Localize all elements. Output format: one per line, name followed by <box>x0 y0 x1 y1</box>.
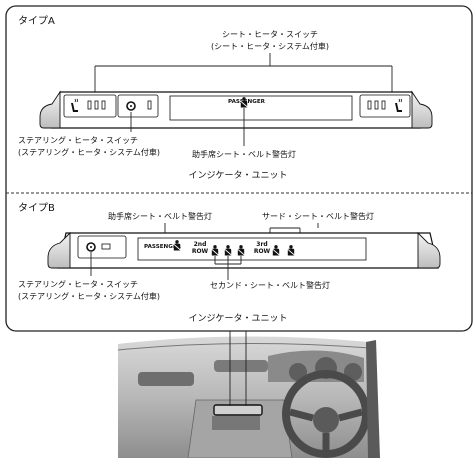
dashboard-leader <box>229 331 247 406</box>
type-a-title: タイプA <box>18 15 55 27</box>
type-b-steering-switch-label: ステアリング・ヒータ・スイッチ <box>18 279 138 289</box>
type-a-indicator-unit-label: インジケータ・ユニット <box>188 170 287 181</box>
type-b-second-row-lamp-label: セカンド・シート・ベルト警告灯 <box>210 280 330 290</box>
seat-heater-switch-label: シート・ヒータ・スイッチ <box>222 30 318 39</box>
dashboard-illustration <box>117 336 380 458</box>
row3-line2: ROW <box>254 248 271 255</box>
type-a-steering-note: (ステアリング・ヒータ・システム付車) <box>18 147 160 157</box>
type-b-passenger-text: PASSENGER <box>144 244 182 250</box>
type-b-title: タイプB <box>18 202 55 214</box>
seat-heater-note: (シート・ヒータ・システム付車) <box>211 41 329 51</box>
type-a-steering-switch-label: ステアリング・ヒータ・スイッチ <box>18 135 138 145</box>
type-b-passenger-lamp-label: 助手席シート・ベルト警告灯 <box>108 211 212 221</box>
row2-line1: 2nd <box>194 241 207 248</box>
type-b-steering-note: (ステアリング・ヒータ・システム付車) <box>18 291 160 301</box>
type-a-panel: PASSENGER <box>39 90 433 129</box>
type-b-indicator-unit-label: インジケータ・ユニット <box>188 313 287 324</box>
type-a-passenger-lamp-label: 助手席シート・ベルト警告灯 <box>192 149 296 159</box>
indicator-unit-location <box>213 404 263 416</box>
row2-line2: ROW <box>192 248 209 255</box>
type-b-third-row-lamp-label: サード・シート・ベルト警告灯 <box>262 211 374 221</box>
row3-line1: 3rd <box>256 241 267 248</box>
seat-heater-leader <box>94 53 393 96</box>
type-b-panel: PASSENGER 2nd ROW 3rd ROW <box>47 231 441 269</box>
steering-heater-icon <box>126 101 136 111</box>
outer-frame <box>5 5 473 332</box>
